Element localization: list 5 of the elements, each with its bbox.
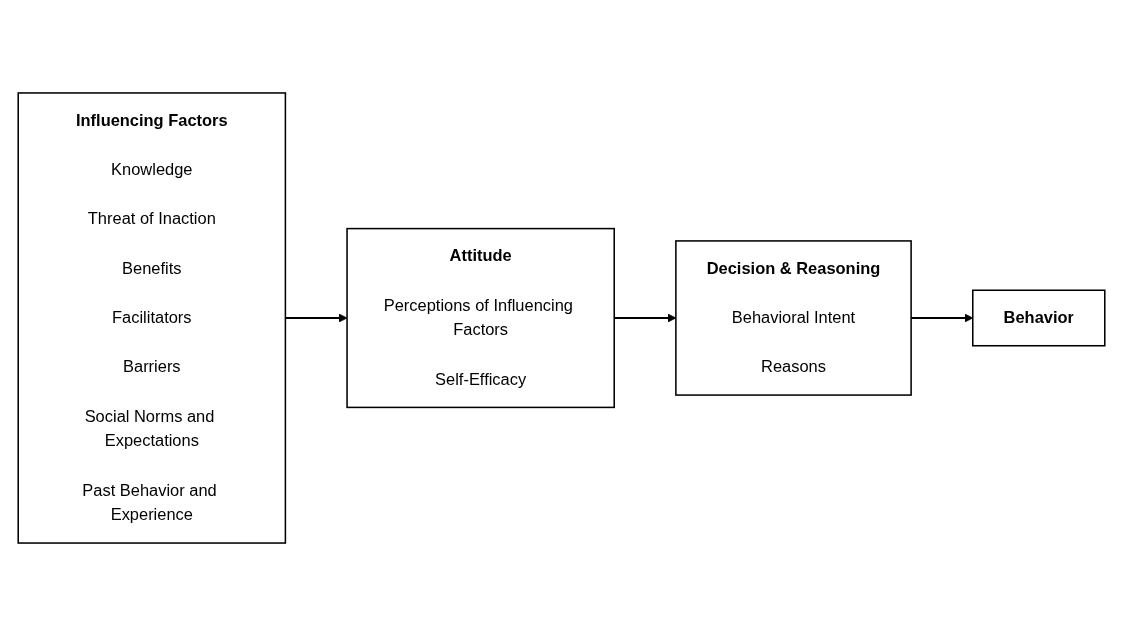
node-box: Attitude Perceptions of Influencing Factors Self-Efficacy — [346, 227, 615, 409]
node-box: Behavior — [972, 289, 1106, 347]
node-box: Decision & Reasoning Behavioral Intent Reasons — [675, 240, 912, 396]
node-box: Influencing Factors Knowledge Threat of Inaction Benefits Facilitators Barriers Social Norms and Expectations Past Behavior and Experience — [17, 92, 287, 544]
arrow — [285, 313, 348, 323]
